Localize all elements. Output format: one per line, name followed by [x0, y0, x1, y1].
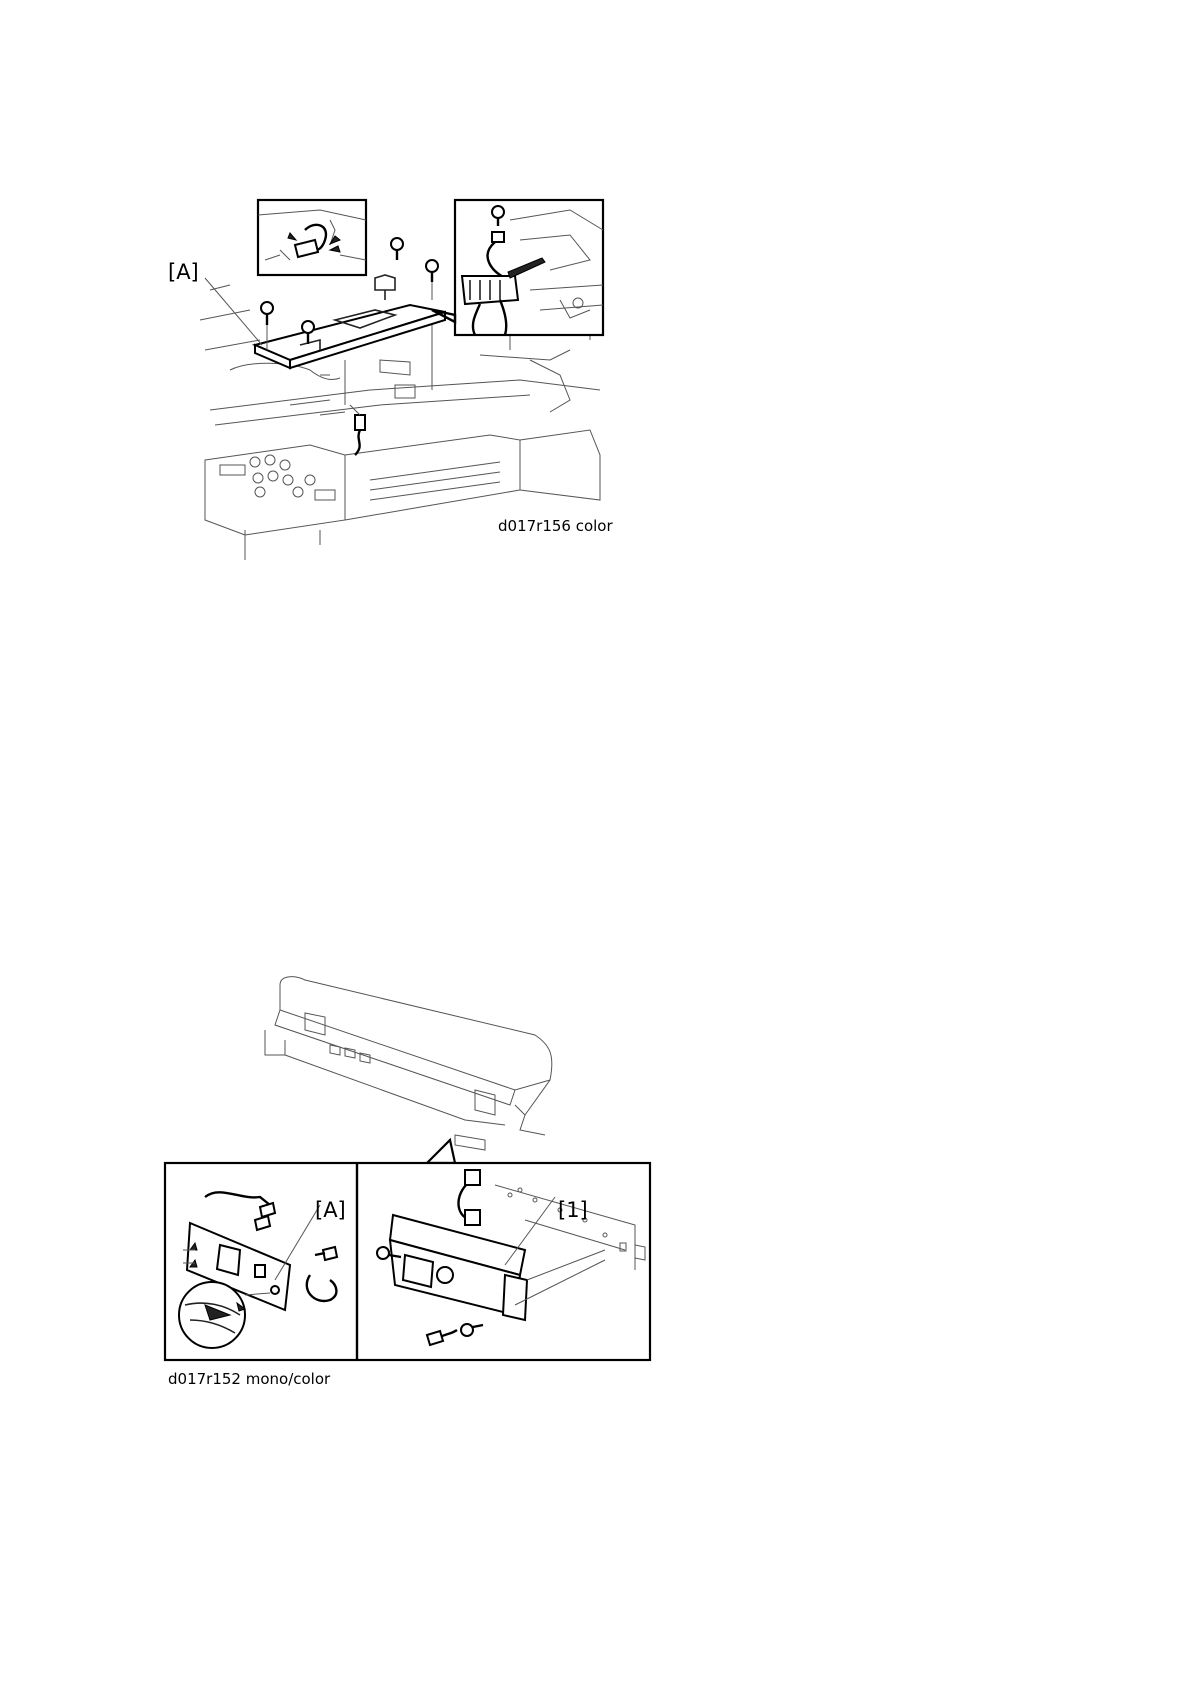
figure-2: [A] [1] d017r152 mono/color — [165, 975, 665, 1395]
figure-2-caption: d017r152 mono/color — [168, 1370, 330, 1388]
figure-1-caption: d017r156 color — [498, 517, 613, 535]
figure-2-callout-1: [1] — [558, 1198, 588, 1222]
figure-1-callout-a: [A] — [168, 260, 199, 284]
figure-2-callout-a: [A] — [315, 1198, 346, 1222]
figure-1: [A] d017r156 color — [170, 200, 650, 580]
figure-2-drawing — [165, 975, 665, 1395]
